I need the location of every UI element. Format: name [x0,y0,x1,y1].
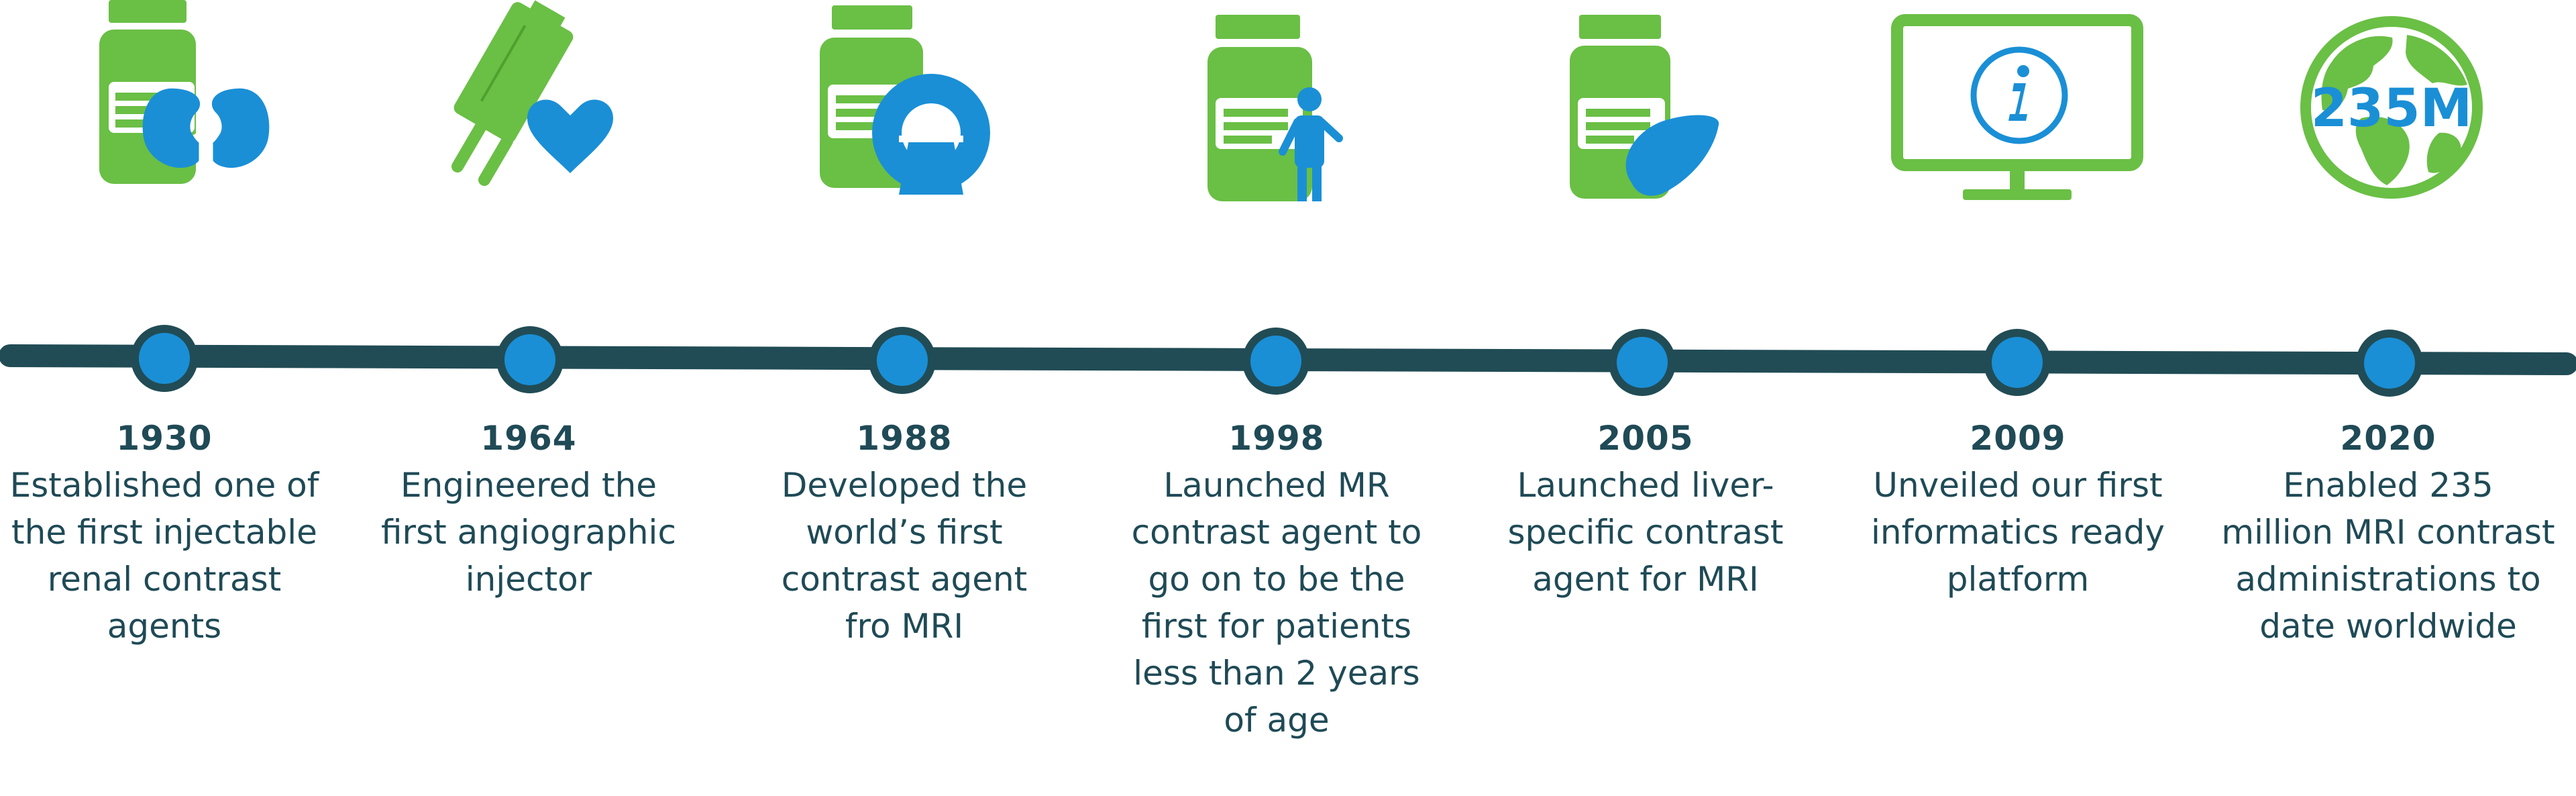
milestone-dot-1964 [496,326,564,393]
milestone-dot-1988 [869,327,936,394]
milestone-description-line: injector [465,560,592,599]
milestone-description-line: date worldwide [2259,607,2517,646]
vial-with-mri-scanner-icon [820,5,990,195]
injector-with-heart-icon [451,0,613,186]
milestone-description-line: Established one of [9,466,319,505]
milestone-1988: 1988 Developed the world’s first contras… [730,415,1079,650]
milestone-year: 2009 [1970,419,2066,458]
milestone-year: 1998 [1228,419,1325,458]
milestone-year: 2020 [2340,419,2436,458]
milestone-2005: 2005 Launched liver- specific contrast a… [1471,415,1820,603]
milestone-2009: 2009 Unveiled our first informatics read… [1843,415,2192,603]
milestone-description-line: of age [1224,701,1330,740]
milestone-dot-2009 [1984,329,2051,396]
globe-icon: 235M [2300,16,2483,199]
milestone-description-line: agent for MRI [1532,560,1759,599]
milestone-description-line: platform [1946,560,2090,599]
milestone-year: 1964 [480,419,577,458]
milestone-1998: 1998 Launched MR contrast agent to go on… [1102,415,1451,744]
milestone-year: 1930 [116,419,213,458]
milestone-1964: 1964 Engineered the first angiographic i… [354,415,703,603]
milestone-description-line: agents [107,607,222,646]
milestone-2020: 2020 Enabled 235 million MRI contrast ad… [2214,415,2563,650]
monitor-with-info-icon [1891,14,2143,200]
milestone-1930: 1930 Established one of the first inject… [0,415,339,650]
milestone-dot-2005 [1609,329,1676,396]
milestone-description-line: first angiographic [381,513,676,552]
vial-with-child-icon [1208,15,1343,201]
milestone-description-line: fro MRI [845,607,964,646]
milestone-description-line: less than 2 years [1133,654,1420,693]
milestone-description-line: Unveiled our first [1873,466,2163,505]
milestone-year: 2005 [1597,419,1694,458]
milestone-description-line: Enabled 235 [2283,466,2493,505]
vial-with-kidneys-icon [99,0,270,185]
milestone-description-line: Launched MR [1163,466,1390,505]
milestone-year: 1988 [856,419,953,458]
milestone-description-line: informatics ready [1871,513,2165,552]
milestone-description-line: administrations to [2235,560,2541,599]
vial-with-liver-icon [1570,15,1719,199]
milestone-description-line: the first injectable [11,513,317,552]
milestone-description-line: go on to be the [1148,560,1405,599]
milestone-description-line: renal contrast [47,560,282,599]
milestone-dot-1998 [1242,328,1309,395]
milestone-description-line: million MRI contrast [2221,513,2555,552]
globe-235m-label: 235M [2311,79,2472,139]
milestone-dot-2020 [2356,330,2423,397]
milestone-description-line: contrast agent to [1131,513,1422,552]
milestone-description-line: world’s first [806,513,1003,552]
milestone-description-line: Launched liver- [1517,466,1774,505]
milestone-description-line: specific contrast [1507,513,1784,552]
milestone-description-line: contrast agent [781,560,1028,599]
milestone-description-line: Developed the [781,466,1028,505]
milestone-dot-1930 [131,325,198,392]
milestone-description-line: first for patients [1141,607,1412,646]
milestone-description-line: Engineered the [400,466,657,505]
